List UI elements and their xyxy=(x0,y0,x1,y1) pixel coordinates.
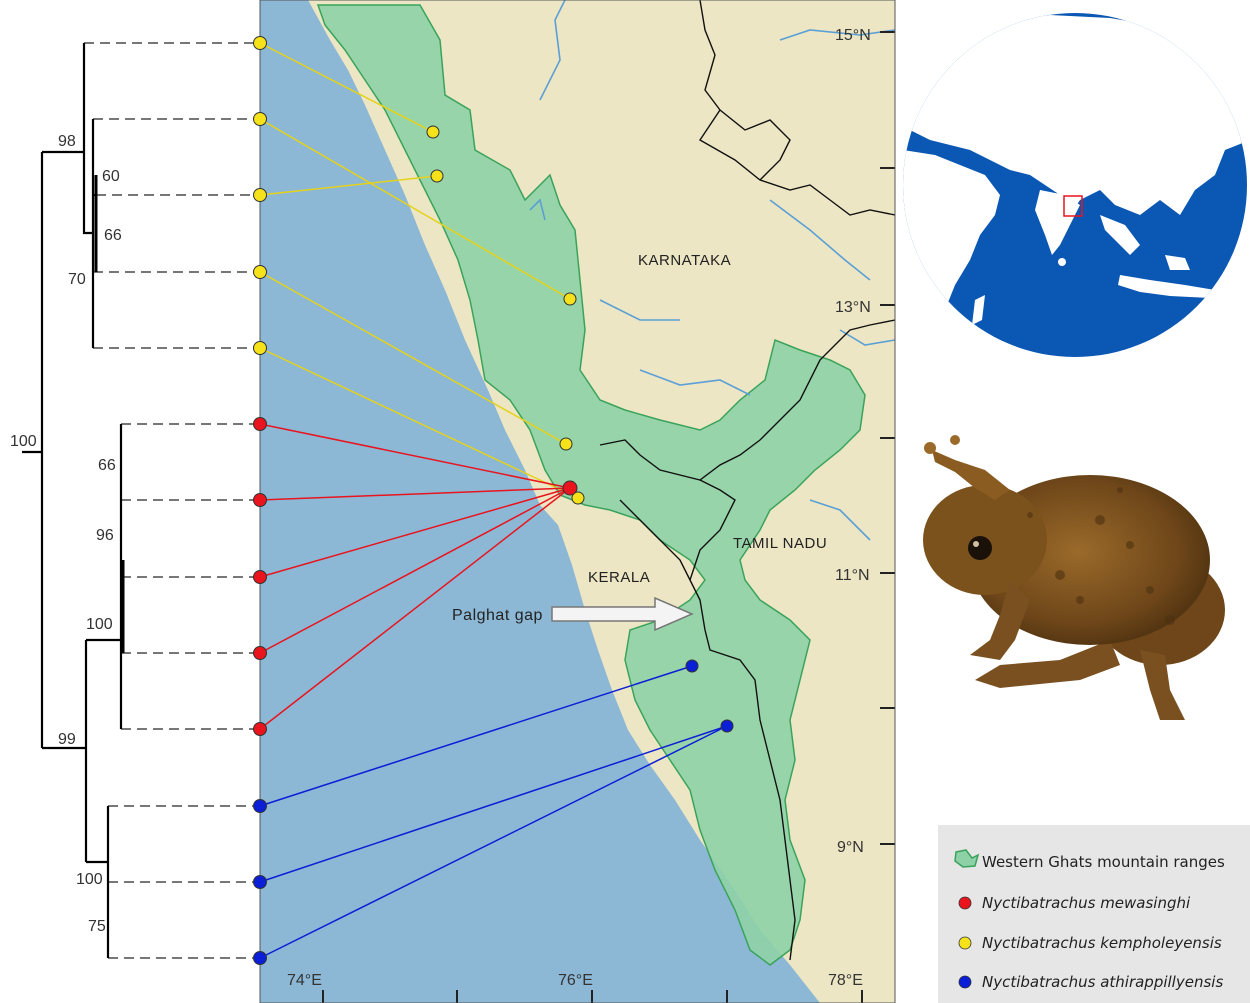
legend-swatch-mewasinghi xyxy=(958,896,972,910)
longitude-ticks xyxy=(322,990,863,1003)
tree-leaf-points xyxy=(253,36,267,965)
lon-label-78: 78°E xyxy=(828,972,863,989)
state-label-kerala: KERALA xyxy=(588,569,650,586)
support-value: 99 xyxy=(58,731,76,748)
support-value: 60 xyxy=(102,168,120,185)
frog-photo xyxy=(923,435,1225,720)
lat-label-15: 15°N xyxy=(835,27,871,44)
phylogenetic-tree xyxy=(22,42,260,959)
support-value: 70 xyxy=(68,271,86,288)
state-borders xyxy=(599,0,895,961)
support-value: 100 xyxy=(76,871,103,888)
lon-label-76: 76°E xyxy=(558,972,593,989)
legend: Western Ghats mountain ranges Nyctibatra… xyxy=(938,825,1250,1003)
palghat-gap-label: Palghat gap xyxy=(452,607,543,624)
globe-inset xyxy=(903,13,1247,357)
lat-label-11: 11°N xyxy=(835,567,870,584)
support-value: 100 xyxy=(86,616,113,633)
palghat-gap-arrow xyxy=(551,596,694,632)
map-localities xyxy=(426,125,734,733)
support-value: 66 xyxy=(104,227,122,244)
study-area-marker xyxy=(1063,195,1083,217)
lat-label-9: 9°N xyxy=(837,839,864,856)
rivers xyxy=(529,0,895,541)
lat-label-13: 13°N xyxy=(835,299,871,316)
legend-label-kempholeyensis: Nyctibatrachus kempholeyensis xyxy=(982,934,1222,952)
legend-box xyxy=(938,825,1250,1003)
support-value: 98 xyxy=(58,133,76,150)
support-value: 75 xyxy=(88,918,106,935)
legend-range-label: Western Ghats mountain ranges xyxy=(982,853,1225,871)
legend-label-mewasinghi: Nyctibatrachus mewasinghi xyxy=(982,894,1191,912)
legend-swatch-athirappillyensis xyxy=(958,975,972,989)
support-value: 96 xyxy=(96,527,114,544)
latitude-ticks xyxy=(880,31,895,845)
state-label-karnataka: KARNATAKA xyxy=(638,252,731,269)
legend-range-swatch xyxy=(954,849,980,868)
support-value: 100 xyxy=(10,433,37,450)
legend-label-athirappillyensis: Nyctibatrachus athirappillyensis xyxy=(982,973,1223,991)
connector-lines xyxy=(259,42,728,959)
support-value: 66 xyxy=(98,457,116,474)
legend-swatch-kempholeyensis xyxy=(958,936,972,950)
state-label-tamil-nadu: TAMIL NADU xyxy=(733,535,827,552)
lon-label-74: 74°E xyxy=(287,972,322,989)
